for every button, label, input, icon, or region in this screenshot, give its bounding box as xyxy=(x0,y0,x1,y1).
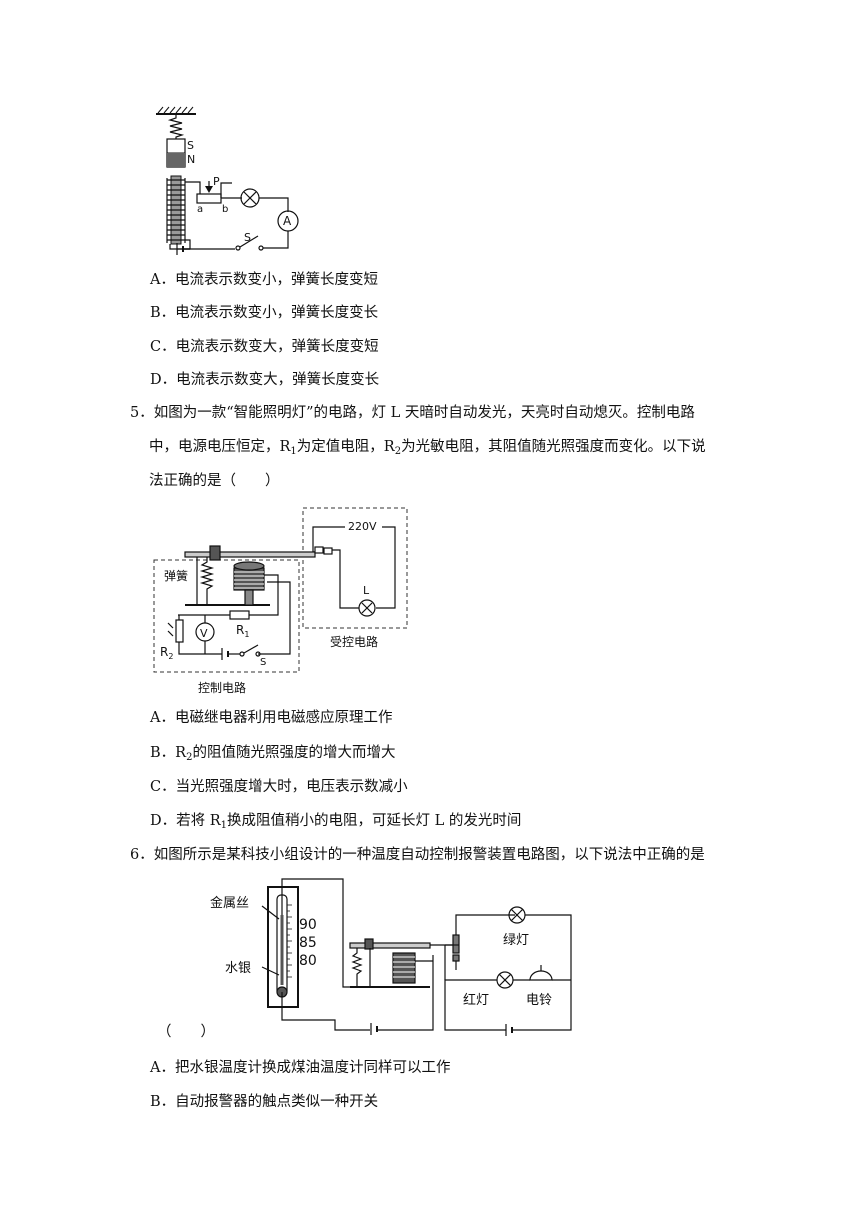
q5-option-c: C．当光照强度增大时，电压表示数减小 xyxy=(150,779,408,795)
green-lamp-label: 绿灯 xyxy=(503,933,529,948)
control-circuit-label: 控制电路 xyxy=(198,680,246,695)
voltmeter-label: V xyxy=(200,627,208,640)
spring xyxy=(167,114,185,139)
q4-option-a: A．电流表示数变小，弹簧长度变短 xyxy=(150,272,378,288)
svg-text:R2: R2 xyxy=(160,645,173,661)
q4-option-d: D．电流表示数变大，弹簧长度变长 xyxy=(150,372,380,388)
mercury-label: 水银 xyxy=(225,961,251,976)
q5-stem-line1: 5．如图为一款“智能照明灯”的电路，灯 L 天暗时自动发光，天亮时自动熄灭。控制… xyxy=(130,405,695,421)
q6-stem-line1: 6．如图所示是某科技小组设计的一种温度自动控制报警装置电路图，以下说法中正确的是 xyxy=(130,847,705,863)
q4-option-b: B．电流表示数变小，弹簧长度变长 xyxy=(150,305,379,321)
controlled-circuit-label: 受控电路 xyxy=(330,634,378,649)
q6-option-a: A．把水银温度计换成煤油温度计同样可以工作 xyxy=(150,1060,451,1076)
q6-circuit-figure: 金属丝 水银 90 85 80 绿灯 红灯 电铃 xyxy=(210,878,572,1036)
svg-text:a: a xyxy=(197,204,203,215)
q5-circuit-figure: 220V L 弹簧 V R1 R2 S 受控电路 控制电路 xyxy=(153,507,408,695)
q6-answer-paren: （ ） xyxy=(157,1024,215,1040)
svg-text:R1: R1 xyxy=(236,623,249,639)
svg-text:P: P xyxy=(213,175,220,188)
svg-text:220V: 220V xyxy=(348,520,377,533)
q4-circuit-figure: S N P a b S A xyxy=(156,106,299,255)
svg-text:S: S xyxy=(187,139,194,152)
svg-text:90: 90 xyxy=(299,917,317,933)
spring-label: 弹簧 xyxy=(164,568,188,583)
bell-label: 电铃 xyxy=(526,993,552,1008)
svg-text:S: S xyxy=(260,657,266,668)
red-lamp-label: 红灯 xyxy=(463,992,489,1008)
q4-option-c: C．电流表示数变大，弹簧长度变短 xyxy=(150,339,379,355)
q5-option-d: D．若将 R1换成阻值稍小的电阻，可延长灯 L 的发光时间 xyxy=(150,813,522,831)
svg-text:b: b xyxy=(222,204,228,215)
metal-wire-label: 金属丝 xyxy=(210,895,249,911)
svg-text:80: 80 xyxy=(299,953,317,969)
q6-option-b: B．自动报警器的触点类似一种开关 xyxy=(150,1094,379,1110)
q5-stem-line3: 法正确的是（ ） xyxy=(149,473,280,489)
svg-text:S: S xyxy=(244,231,251,244)
ammeter-label: A xyxy=(283,214,292,228)
q5-option-b: B．R2的阻值随光照强度的增大而增大 xyxy=(150,745,396,763)
svg-text:L: L xyxy=(363,584,370,597)
q5-option-a: A．电磁继电器利用电磁感应原理工作 xyxy=(150,710,393,726)
q5-stem-line2: 中，电源电压恒定，R1为定值电阻，R2为光敏电阻，其阻值随光照强度而变化。以下说 xyxy=(149,439,706,457)
svg-text:N: N xyxy=(187,153,195,166)
svg-text:85: 85 xyxy=(299,935,317,951)
